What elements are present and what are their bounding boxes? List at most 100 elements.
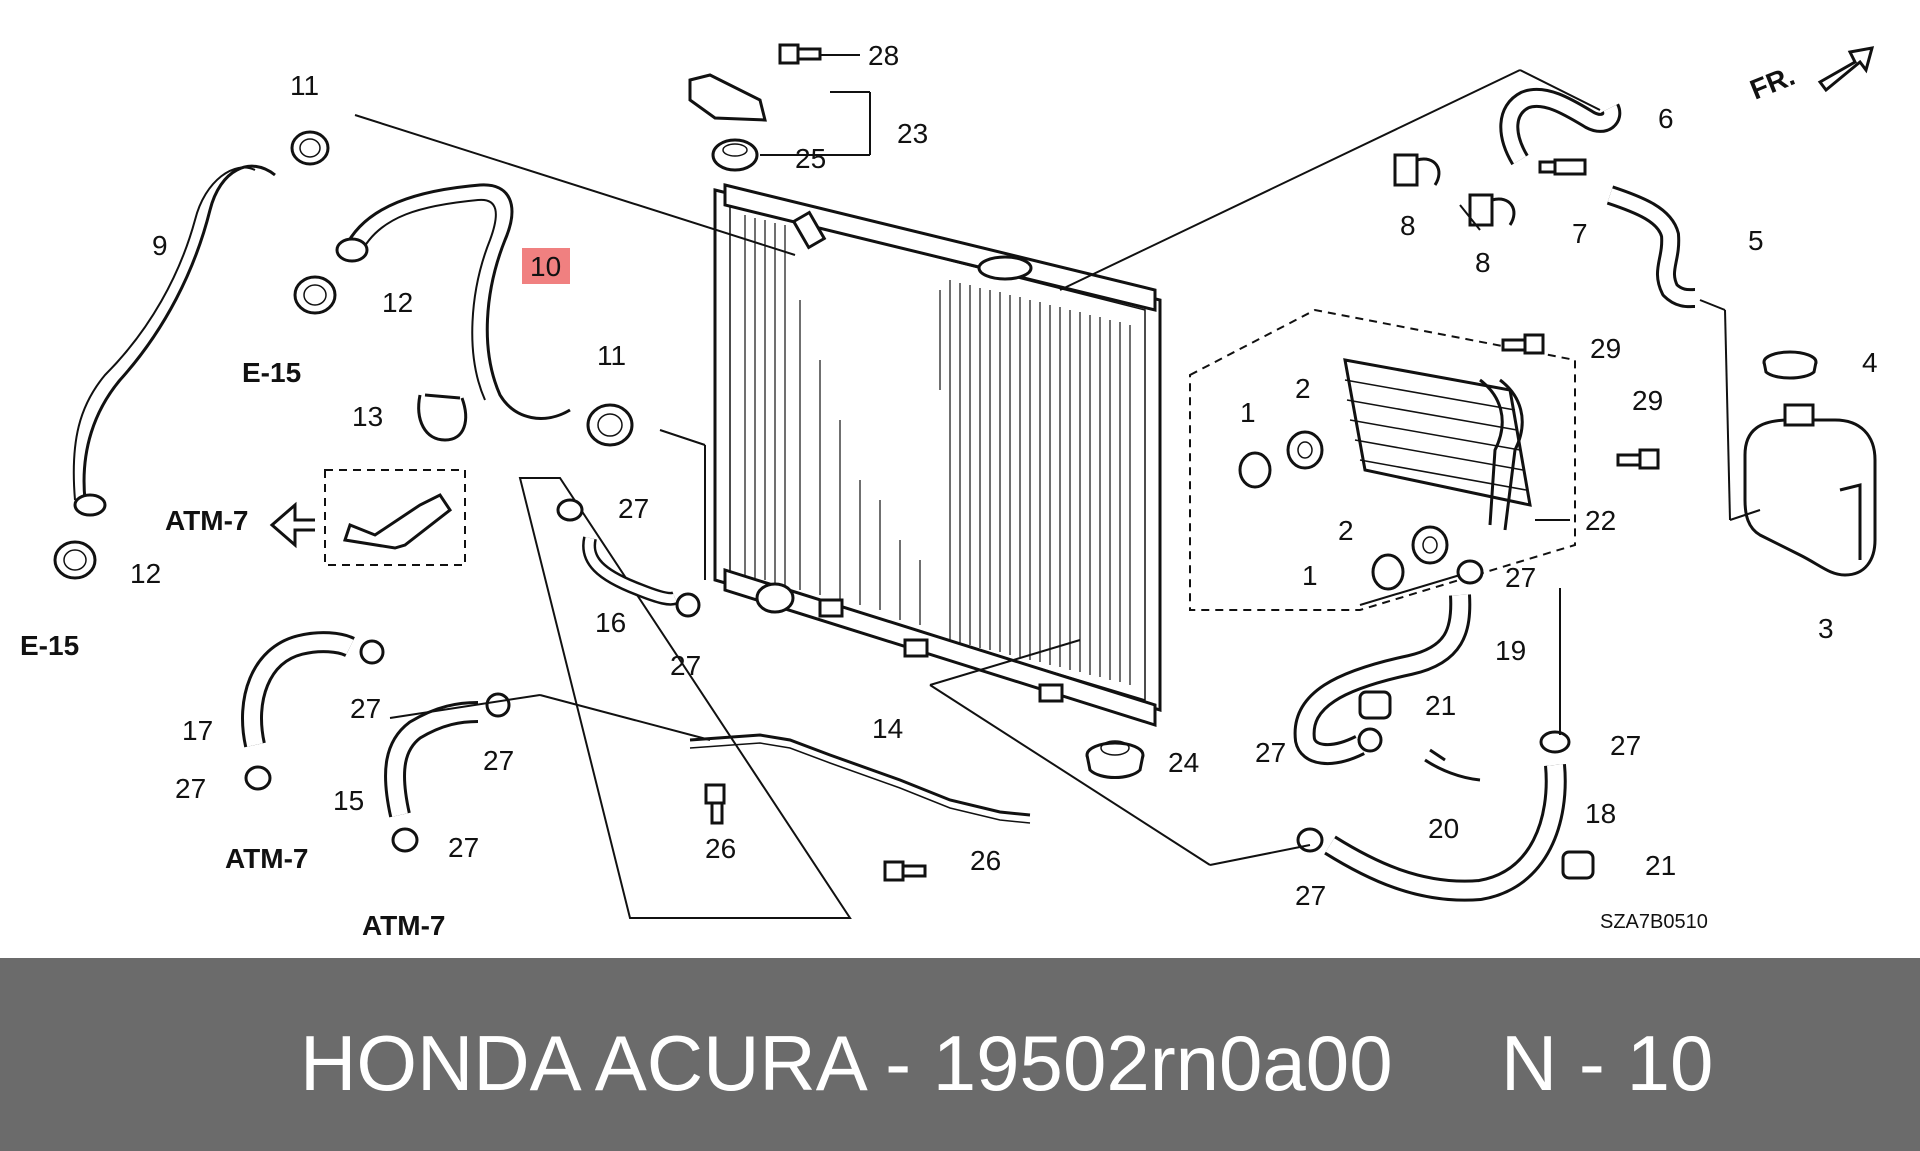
callout-27: 27 (175, 773, 206, 804)
reservoir-cap-4 (1762, 350, 1818, 380)
front-label: FR. (1746, 60, 1799, 106)
clamp-20 (1424, 748, 1481, 782)
clamp-27-d (485, 692, 511, 718)
callout-8: 8 (1400, 210, 1416, 241)
ref-atm7: ATM-7 (165, 505, 248, 536)
callout-15: 15 (333, 785, 364, 816)
ref-e15: E-15 (242, 357, 301, 388)
callout-22: 22 (1585, 505, 1616, 536)
callout-27: 27 (670, 650, 701, 681)
clamp-27-e (244, 765, 272, 791)
joint-7 (1538, 158, 1587, 176)
clamp-11-top (290, 130, 330, 166)
callout-27: 27 (1295, 880, 1326, 911)
clamp-27-j (1296, 827, 1324, 853)
caption-bar (0, 958, 1920, 1151)
clamp-27-b (675, 592, 701, 618)
front-arrow (1817, 46, 1875, 93)
oil-cooler-22 (1343, 358, 1532, 531)
diagram-code: SZA7B0510 (1600, 911, 1708, 933)
callout-27: 27 (618, 493, 649, 524)
atm7-bracket (343, 493, 453, 550)
leader-lines (354, 54, 1761, 866)
callout-10: 10 (530, 251, 561, 282)
callout-21: 21 (1425, 690, 1456, 721)
bracket-13 (417, 393, 468, 442)
clamp-27-i (1539, 730, 1571, 754)
callout-29: 29 (1632, 385, 1663, 416)
callout-18: 18 (1585, 798, 1616, 829)
callout-2: 2 (1338, 515, 1354, 546)
ref-atm7: ATM-7 (225, 843, 308, 874)
callout-29: 29 (1590, 333, 1621, 364)
cushion-24 (1085, 740, 1145, 779)
callout-2: 2 (1295, 373, 1311, 404)
callouts: 1 1 2 2 3 4 5 6 7 8 8 9 10 11 11 12 12 1… (130, 40, 1878, 911)
callout-16: 16 (595, 607, 626, 638)
ref-atm7: ATM-7 (362, 910, 445, 941)
clamp-27-f (391, 827, 419, 853)
radiator (713, 183, 1162, 728)
grommet-2-b (1411, 525, 1449, 565)
callout-4: 4 (1862, 347, 1878, 378)
callout-9: 9 (152, 230, 168, 261)
upper-radiator-hose (343, 183, 571, 420)
callout-27: 27 (483, 745, 514, 776)
clamp-27-c (359, 639, 385, 665)
clip-8-b (1468, 193, 1516, 227)
callout-6: 6 (1658, 103, 1674, 134)
callout-19: 19 (1495, 635, 1526, 666)
clamp-21-a (1358, 690, 1392, 720)
callout-21: 21 (1645, 850, 1676, 881)
pipe-14 (689, 733, 1031, 817)
callout-23: 23 (897, 118, 928, 149)
atm7-bracket-box (324, 469, 466, 566)
caption-text: HONDA ACURA - 19502rn0a00 N - 10 (300, 1019, 1714, 1107)
callout-1: 1 (1302, 560, 1318, 591)
callout-27: 27 (1505, 562, 1536, 593)
callout-25: 25 (795, 143, 826, 174)
reservoir-tank-3 (1743, 403, 1877, 577)
bolt-29-a (1501, 333, 1545, 355)
callout-3: 3 (1818, 613, 1834, 644)
callout-12: 12 (382, 287, 413, 318)
bolt-28 (778, 43, 822, 65)
clamp-12-bottom (53, 540, 97, 580)
callout-12: 12 (130, 558, 161, 589)
callout-28: 28 (868, 40, 899, 71)
bolt-29-b (1616, 448, 1660, 470)
callout-27: 27 (350, 693, 381, 724)
callout-26: 26 (970, 845, 1001, 876)
callout-8: 8 (1475, 247, 1491, 278)
mount-bracket-23 (688, 73, 767, 172)
clamp-12-top (293, 275, 337, 315)
hose-9 (82, 164, 276, 501)
grommet-1-b (1371, 553, 1405, 591)
callout-5: 5 (1748, 225, 1764, 256)
callout-14: 14 (872, 713, 903, 744)
callout-1: 1 (1240, 397, 1256, 428)
clamp-27-a (556, 498, 584, 522)
callout-27: 27 (1610, 730, 1641, 761)
callout-7: 7 (1572, 218, 1588, 249)
callout-17: 17 (182, 715, 213, 746)
atm7-arrow (269, 501, 315, 549)
grommet-1-a (1238, 451, 1272, 489)
clamp-27-h (1357, 727, 1383, 753)
oil-cooler-box (1189, 308, 1576, 611)
clamp-21-b (1561, 850, 1595, 880)
callout-20: 20 (1428, 813, 1459, 844)
highlight-box (522, 248, 570, 284)
parts-diagram: 1 1 2 2 3 4 5 6 7 8 8 9 10 11 11 12 12 1… (20, 40, 1878, 941)
clamp-11-mid (586, 403, 634, 447)
callout-11: 11 (597, 340, 626, 371)
callout-11: 11 (290, 70, 319, 101)
callout-26: 26 (705, 833, 736, 864)
clamp-27-g (1456, 559, 1484, 585)
clip-8-a (1393, 153, 1441, 187)
callout-27: 27 (1255, 737, 1286, 768)
grommet-2-a (1286, 430, 1324, 470)
callout-27: 27 (448, 832, 479, 863)
callout-13: 13 (352, 401, 383, 432)
bolt-26-a (704, 783, 726, 825)
